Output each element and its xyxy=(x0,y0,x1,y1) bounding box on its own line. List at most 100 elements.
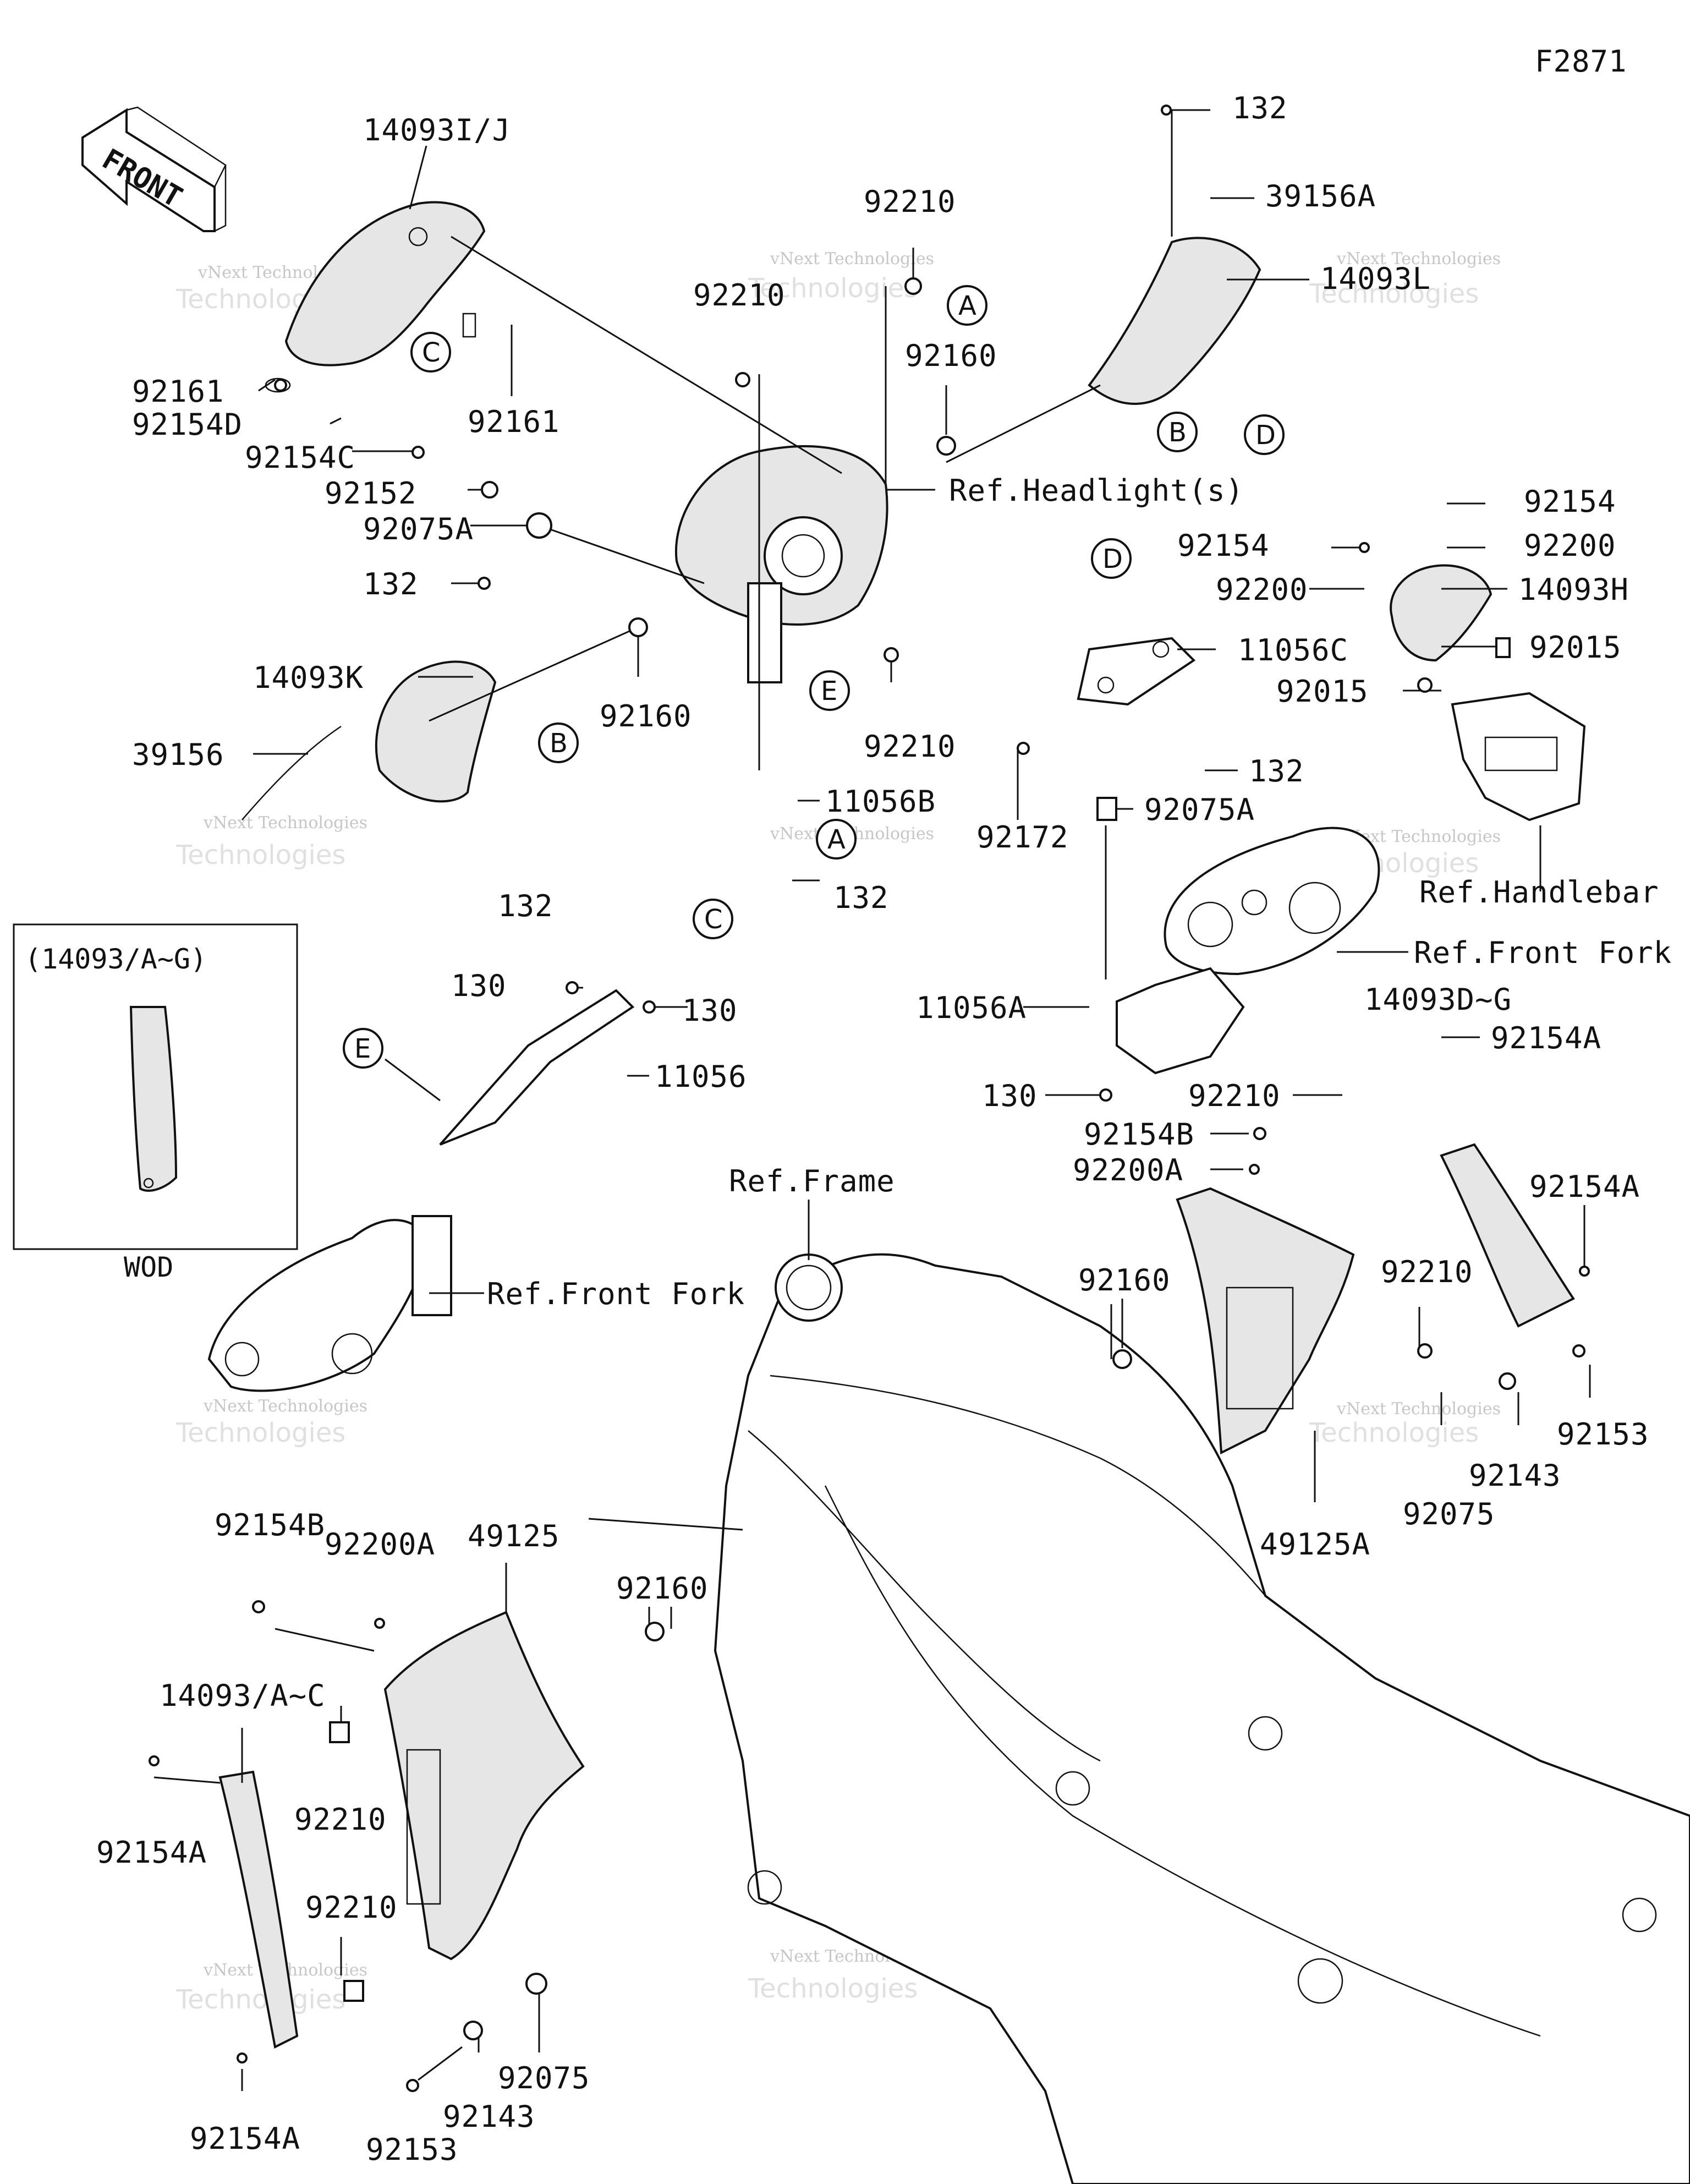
callout-92154d: 92154D xyxy=(132,407,243,442)
watermark-text: Technologies xyxy=(175,840,345,871)
callout-ref-front-fork: Ref.Front Fork xyxy=(1414,935,1672,970)
callout-92154: 92154 xyxy=(1524,484,1616,519)
callout-ref-handlebar: Ref.Handlebar xyxy=(1419,875,1659,910)
callout-132: 132 xyxy=(833,880,889,915)
circle-ref-a2: A xyxy=(816,819,857,860)
callout-14093l: 14093L xyxy=(1320,261,1431,296)
callout-14093ac: 14093/A~C xyxy=(160,1678,326,1713)
circle-ref-a1: A xyxy=(947,285,987,326)
callout-92154b: 92154B xyxy=(1084,1117,1194,1152)
circle-ref-text: B xyxy=(1168,417,1187,448)
callout-132: 132 xyxy=(1249,754,1304,789)
callout-92200: 92200 xyxy=(1216,572,1308,607)
callout-11056a: 11056A xyxy=(916,990,1027,1025)
callout-92210: 92210 xyxy=(693,278,786,313)
callout-11056: 11056 xyxy=(655,1059,747,1094)
callout-92210: 92210 xyxy=(305,1890,398,1925)
circle-ref-b1: B xyxy=(1157,412,1198,452)
callout-92200a: 92200A xyxy=(325,1527,435,1562)
watermarks: vNext Technologies Technologies vNext Te… xyxy=(175,249,1501,2015)
callout-92075a: 92075A xyxy=(363,512,474,546)
part-cover-14093k xyxy=(242,660,497,820)
callout-14093h: 14093H xyxy=(1518,572,1629,607)
circle-ref-e1: E xyxy=(809,670,850,711)
callout-132: 132 xyxy=(498,889,553,923)
callout-92152: 92152 xyxy=(325,476,417,511)
circle-ref-text: E xyxy=(354,1033,371,1064)
part-upper-fork-bracket xyxy=(1164,826,1380,976)
callout-132-top: 132 xyxy=(1232,91,1288,125)
part-bracket-11056a xyxy=(1116,967,1245,1075)
watermark-text: vNext Technologies xyxy=(1336,249,1501,269)
callout-92154a: 92154A xyxy=(1491,1021,1601,1055)
inset-caption: WOD xyxy=(124,1251,173,1283)
watermark-text: Technologies xyxy=(175,1984,345,2015)
callouts: 14093I/J 92161 92154D 92161 92154C 92152… xyxy=(96,91,1672,2167)
callout-ref-front-fork: Ref.Front Fork xyxy=(487,1277,745,1311)
callout-92160: 92160 xyxy=(616,1571,709,1606)
fasteners xyxy=(149,105,1590,2092)
circle-ref-text: A xyxy=(827,824,846,855)
watermark-text: Technologies xyxy=(175,1417,345,1448)
callout-49125: 49125 xyxy=(468,1519,560,1553)
callout-132: 132 xyxy=(363,567,419,601)
part-lower-fork-bracket xyxy=(207,1215,452,1392)
callout-92154a: 92154A xyxy=(190,2121,300,2156)
watermark-text: vNext Technologies xyxy=(770,249,934,269)
part-cover-14093dg xyxy=(1440,1143,1575,1328)
front-arrow-icon: FRONT xyxy=(81,106,227,232)
circle-ref-text: D xyxy=(1102,544,1123,574)
callout-92153: 92153 xyxy=(1557,1417,1649,1452)
callout-92161: 92161 xyxy=(132,374,224,409)
callout-92172: 92172 xyxy=(976,820,1069,855)
callout-130: 130 xyxy=(682,993,738,1028)
callout-14093ij: 14093I/J xyxy=(363,113,511,147)
part-side-cover-49125 xyxy=(383,1611,585,1961)
circle-ref-c1: C xyxy=(410,332,451,373)
circle-ref-text: C xyxy=(422,337,441,368)
callout-92210: 92210 xyxy=(864,729,956,764)
watermark-text: Technologies xyxy=(1309,1417,1479,1448)
callout-14093k: 14093K xyxy=(253,660,364,695)
circle-ref-d2: D xyxy=(1091,538,1132,579)
callout-92154a: 92154A xyxy=(1529,1169,1640,1204)
callout-92200: 92200 xyxy=(1524,528,1616,563)
part-handlebar-clamp xyxy=(1451,692,1586,822)
part-frame xyxy=(714,1253,1690,2184)
callout-92210: 92210 xyxy=(1188,1079,1281,1113)
part-cover-14093ij xyxy=(265,201,486,393)
part-bracket-11056 xyxy=(439,989,635,1146)
part-headlight xyxy=(674,445,888,683)
callout-92075: 92075 xyxy=(498,2061,590,2095)
circle-ref-e2: E xyxy=(343,1028,383,1069)
callout-92154c: 92154C xyxy=(245,440,355,475)
part-bracket-11056c xyxy=(1077,637,1196,706)
callout-39156a: 39156A xyxy=(1265,179,1376,214)
callout-92015: 92015 xyxy=(1529,630,1622,665)
callout-92200a: 92200A xyxy=(1073,1153,1183,1187)
callout-92154a: 92154A xyxy=(96,1835,207,1870)
callout-92210: 92210 xyxy=(294,1802,387,1837)
callout-ref-headlight: Ref.Headlight(s) xyxy=(949,473,1244,508)
callout-92210: 92210 xyxy=(864,184,956,219)
callout-130: 130 xyxy=(982,1079,1038,1113)
callout-92015: 92015 xyxy=(1276,674,1369,709)
callout-92153: 92153 xyxy=(366,2132,458,2167)
callout-92154b: 92154B xyxy=(215,1508,325,1542)
watermark-text: vNext Technologies xyxy=(1336,1399,1501,1419)
callout-92160: 92160 xyxy=(905,338,997,373)
callout-92143: 92143 xyxy=(443,2099,535,2134)
part-side-cover-49125a xyxy=(1176,1187,1355,1455)
part-cover-14093ac xyxy=(218,1770,299,2049)
callout-92160: 92160 xyxy=(600,699,692,734)
callout-130: 130 xyxy=(451,968,507,1003)
diagram-code: F2871 xyxy=(1535,44,1627,79)
callout-92210: 92210 xyxy=(1381,1255,1473,1289)
part-cover-14093l xyxy=(1088,237,1261,405)
watermark-text: vNext Technologies xyxy=(203,1397,367,1416)
circle-ref-b2: B xyxy=(538,722,579,763)
callout-92161: 92161 xyxy=(468,404,560,439)
callout-ref-frame: Ref.Frame xyxy=(729,1164,895,1198)
callout-92154: 92154 xyxy=(1177,528,1270,563)
